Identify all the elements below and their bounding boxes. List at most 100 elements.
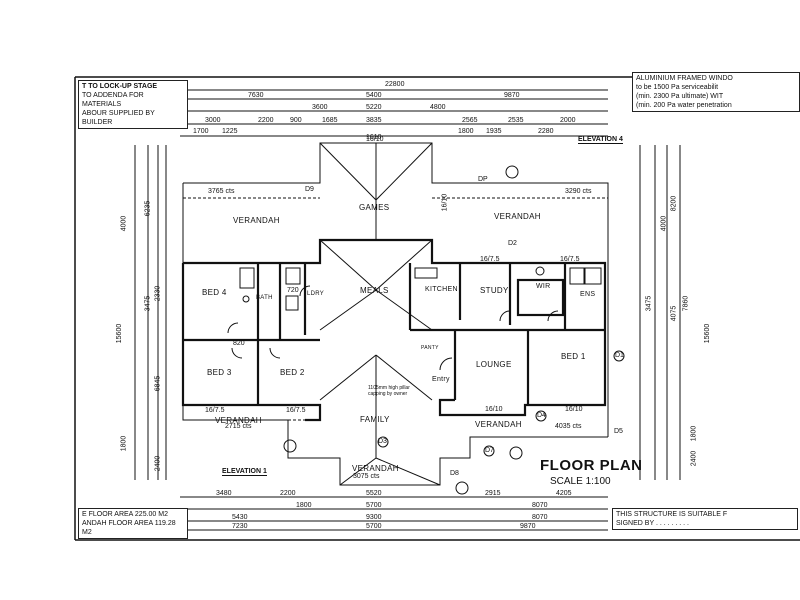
dim-right: 2400 (690, 450, 698, 467)
dim-top-row5: 1700 (193, 128, 209, 135)
dim-top-row3: 5220 (366, 104, 382, 111)
dim-top-row4: 2565 (462, 117, 478, 124)
elevation-1-tag: ELEVATION 1 (222, 468, 267, 476)
door-label: D8 (450, 470, 459, 477)
dim-left: 3475 (144, 295, 152, 312)
door-size-label: 820 (233, 340, 245, 347)
dim-right: 4075 (670, 305, 678, 322)
room-verandah-bottom-right: VERANDAH (475, 420, 522, 429)
dim-right: 4000 (660, 215, 668, 232)
dim-bottom-row1: 4205 (556, 490, 572, 497)
dim-bottom-row4: 9870 (520, 523, 536, 530)
dim-top-row3: 3600 (312, 104, 328, 111)
room-games: GAMES (359, 203, 390, 212)
note-line: ALUMINIUM FRAMED WINDO (636, 75, 733, 82)
dim-top-row2: 9870 (504, 92, 520, 99)
note-line: ANDAH FLOOR AREA 119.28 M2 (82, 520, 176, 536)
dim-bottom-row2: 8070 (532, 502, 548, 509)
dim-top-row5: 1800 (458, 128, 474, 135)
note-line: THIS STRUCTURE IS SUITABLE F (616, 511, 728, 518)
dim-bottom-row1: 5520 (366, 490, 382, 497)
dim-bottom-row1: 3480 (216, 490, 232, 497)
room-kitchen: KITCHEN (425, 286, 458, 293)
door-label: D3 (378, 438, 387, 445)
door-label: D4 (537, 412, 546, 419)
room-meals: MEALS (360, 286, 389, 295)
room-bed4: BED 4 (202, 288, 227, 297)
centres-label: 4035 cts (555, 423, 582, 430)
room-family: FAMILY (360, 415, 390, 424)
capping-note: 1105mm high pillar capping by owner (368, 385, 410, 397)
dim-bottom-row3: 8070 (532, 514, 548, 521)
dim-bottom-row1: 2915 (485, 490, 501, 497)
note-line: E FLOOR AREA 225.00 M2 (82, 511, 168, 518)
lockup-note: T TO LOCK-UP STAGE TO ADDENDA FOR MATERI… (78, 80, 188, 129)
dim-left: 6235 (144, 200, 152, 217)
window-label: 16/10 (366, 136, 384, 143)
dim-top-row4: 2200 (258, 117, 274, 124)
note-line: SIGNED BY . . . . . . . . . (616, 520, 690, 527)
dim-top-row2: 7630 (248, 92, 264, 99)
window-label: 16/7.5 (205, 407, 225, 414)
door-size-label: 720 (287, 287, 299, 294)
dim-top-row2: 5400 (366, 92, 382, 99)
dim-right: 8200 (670, 195, 678, 212)
window-label: 16/7.5 (480, 256, 500, 263)
dim-left: 4000 (120, 215, 128, 232)
dim-left: 1800 (120, 435, 128, 452)
door-label: D9 (305, 186, 314, 193)
dim-top-row4: 3835 (366, 117, 382, 124)
drawing-title: FLOOR PLAN (540, 457, 643, 474)
dim-left: 6845 (154, 375, 162, 392)
dim-bottom-row4: 7230 (232, 523, 248, 530)
room-lounge: LOUNGE (476, 360, 512, 369)
room-verandah-top-right: VERANDAH (494, 212, 541, 221)
window-note: ALUMINIUM FRAMED WINDO to be 1500 Pa ser… (632, 72, 800, 112)
window-label: 16/10 (565, 406, 583, 413)
dim-bottom-row1: 2200 (280, 490, 296, 497)
centres-label: 2715 cts (225, 423, 252, 430)
note-line: to be 1500 Pa serviceabilit (636, 84, 719, 91)
dim-top-row4: 2535 (508, 117, 524, 124)
dim-bottom-row2: 5700 (366, 502, 382, 509)
dim-overall-top: 22800 (385, 81, 405, 88)
door-label: D2 (508, 240, 517, 247)
note-line: T TO LOCK-UP STAGE (82, 83, 158, 90)
dim-left: 2330 (154, 285, 162, 302)
room-entry: Entry (432, 376, 450, 383)
dim-top-row5: 2280 (538, 128, 554, 135)
note-line: TO ADDENDA FOR MATERIALS (82, 92, 144, 108)
dim-top-row5: 1610 (366, 134, 382, 141)
note-line: (min. 200 Pa water penetration (636, 102, 732, 109)
dim-top-row4: 1685 (322, 117, 338, 124)
door-label: D5 (614, 428, 623, 435)
dim-right: 1800 (690, 425, 698, 442)
room-bed1: BED 1 (561, 352, 586, 361)
elevation-4-tag: ELEVATION 4 (578, 136, 623, 144)
centres-label: 3290 cts (565, 188, 592, 195)
room-verandah-bottom-mid: VERANDAH (352, 464, 399, 473)
window-label: 16/7.5 (286, 407, 306, 414)
dim-right: 15600 (704, 323, 712, 344)
window-label: 16/7.5 (560, 256, 580, 263)
structure-note: THIS STRUCTURE IS SUITABLE F SIGNED BY .… (612, 508, 798, 530)
dim-bottom-row3: 9300 (366, 514, 382, 521)
downpipe-label: DP (478, 176, 488, 183)
room-verandah-bottom-left: VERANDAH (215, 416, 262, 425)
floor-area-note: E FLOOR AREA 225.00 M2 ANDAH FLOOR AREA … (78, 508, 188, 539)
dim-bottom-row2: 1800 (296, 502, 312, 509)
room-pantry: PANTY (421, 345, 439, 351)
dim-top-row5: 1225 (222, 128, 238, 135)
window-label: 16/10 (441, 193, 449, 212)
dim-top-row5: 1935 (486, 128, 502, 135)
room-verandah-top-left: VERANDAH (233, 216, 280, 225)
window-label: 16/10 (485, 406, 503, 413)
dim-right: 7860 (682, 295, 690, 312)
room-ens: ENS (580, 291, 596, 298)
room-wir: WIR (536, 283, 551, 290)
dim-bottom-row3: 5430 (232, 514, 248, 521)
dim-right: 3475 (645, 295, 653, 312)
room-bath: BATH (256, 295, 273, 301)
dim-left: 2400 (154, 455, 162, 472)
